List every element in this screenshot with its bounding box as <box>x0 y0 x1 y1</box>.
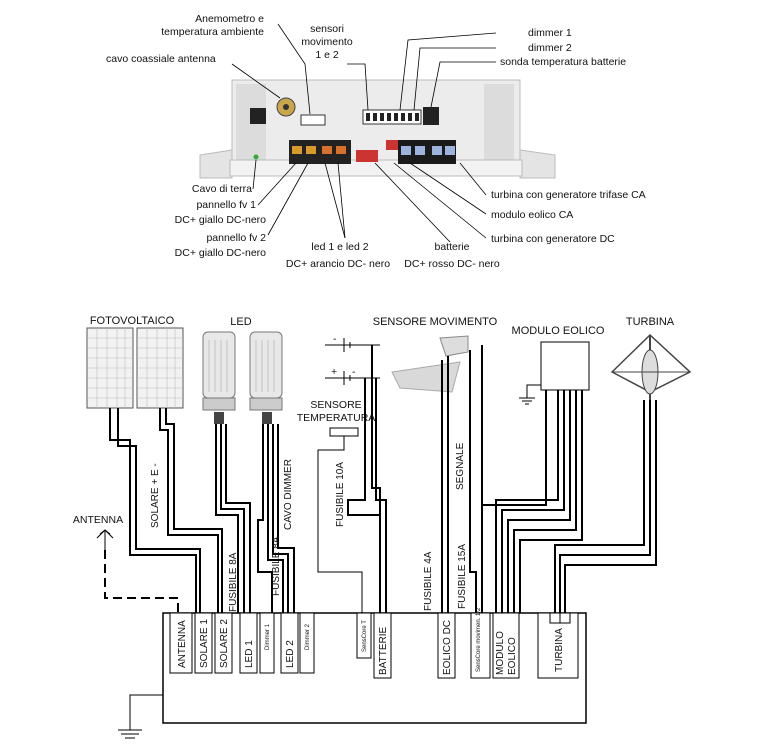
led-wires <box>215 424 295 613</box>
battery-symbol <box>325 338 380 385</box>
port-antenna: ANTENNA <box>177 620 188 668</box>
wind-turbine <box>610 333 692 400</box>
label-fuse-10a: FUSIBILE 10A <box>335 462 346 527</box>
led-lamps <box>202 331 283 424</box>
battery-minus-bottom: - <box>352 366 356 378</box>
label-pv-panel-2-colors: DC+ giallo DC-nero <box>175 247 266 259</box>
battery-plus: + <box>331 366 337 378</box>
port-motion-sensors: SensCore movimen. 1/2 <box>476 607 482 672</box>
port-temp-sensor: SensCore T <box>362 620 368 652</box>
label-solar-pm: SOLARE + E - <box>150 463 161 528</box>
port-wind-module-line2: EOLICO <box>507 637 518 675</box>
ground-symbol <box>118 694 163 739</box>
label-led-outputs: led 1 e led 2 <box>311 241 368 253</box>
battery-wires <box>347 345 387 613</box>
port-turbine: TURBINA <box>554 628 565 672</box>
label-fuse-8a-led1: FUSIBILE 8A <box>228 552 239 612</box>
title-photovoltaic: FOTOVOLTAICO <box>90 315 175 327</box>
port-wind-dc: EOLICO DC <box>442 620 453 675</box>
label-motion-sensors-line1: sensori <box>310 23 344 35</box>
label-batteries: batterie <box>434 241 469 253</box>
label-dimmer-cable: CAVO DIMMER <box>283 459 294 530</box>
label-dimmer-1: dimmer 1 <box>528 27 572 39</box>
top-leader-lines <box>231 23 497 243</box>
label-pv-panel-1-colors: DC+ giallo DC-nero <box>175 214 266 226</box>
label-wind-module: modulo eolico CA <box>491 209 573 221</box>
controller-device <box>199 79 556 179</box>
port-led-1: LED 1 <box>244 640 255 668</box>
port-dimmer-2: Dimmer 2 <box>305 623 311 650</box>
motion-sensor <box>391 335 469 393</box>
label-pv-panel-2: pannello fv 2 <box>206 232 266 244</box>
port-dimmer-1: Dimmer 1 <box>265 623 271 650</box>
port-solar-2: SOLARE 2 <box>219 619 230 668</box>
wind-module-wires <box>482 390 583 613</box>
label-fuse-15a: FUSIBILE 15A <box>457 544 468 609</box>
battery-minus-top: - <box>333 333 337 345</box>
title-wind-module: MODULO EOLICO <box>512 325 605 337</box>
label-anemometer-line2: temperatura ambiente <box>161 26 264 38</box>
port-wind-module-line1: MODULO <box>495 631 506 675</box>
motion-wires <box>441 345 483 613</box>
label-coax-cable: cavo coassiale antenna <box>106 53 216 65</box>
antenna-cable <box>104 550 179 613</box>
pv-wires <box>109 408 223 613</box>
terminal-block <box>289 140 456 164</box>
label-motion-sensors-line2: movimento <box>301 36 353 48</box>
title-led: LED <box>230 316 251 328</box>
temp-sensor-wire <box>317 436 363 613</box>
port-led-2: LED 2 <box>285 640 296 668</box>
wind-module-box <box>540 341 590 391</box>
port-batteries: BATTERIE <box>378 627 389 675</box>
label-led-colors: DC+ arancio DC- nero <box>286 258 390 270</box>
label-dimmer-2: dimmer 2 <box>528 42 572 54</box>
label-motion-sensors-line3: 1 e 2 <box>315 49 339 61</box>
label-temp-sensor-line2: TEMPERATURA <box>297 412 376 424</box>
title-motion-sensor: SENSORE MOVIMENTO <box>373 316 498 328</box>
label-turbine-ac: turbina con generatore trifase CA <box>491 189 646 201</box>
label-antenna: ANTENNA <box>73 514 123 526</box>
wind-module-ground <box>519 384 541 405</box>
label-temp-sensor-line1: SENSORE <box>310 399 361 411</box>
label-pv-panel-1: pannello fv 1 <box>196 199 256 211</box>
pv-panels <box>86 327 184 409</box>
label-fuse-8a-led2: FUSIBILE 8A <box>271 536 282 596</box>
label-anemometer-line1: Anemometro e <box>195 13 264 25</box>
label-ground-cable: Cavo di terra <box>192 183 252 195</box>
turbine-wires <box>554 400 657 613</box>
title-turbine: TURBINA <box>626 316 675 328</box>
label-signal: SEGNALE <box>455 442 466 490</box>
label-fuse-4a: FUSIBILE 4A <box>423 551 434 611</box>
port-solar-1: SOLARE 1 <box>199 619 210 668</box>
label-battery-colors: DC+ rosso DC- nero <box>404 258 500 270</box>
port-boxes <box>169 612 579 679</box>
label-turbine-dc: turbina con generatore DC <box>491 233 615 245</box>
antenna-symbol <box>96 529 114 550</box>
temp-sensor-probe <box>329 427 359 437</box>
label-battery-temp-probe: sonda temperatura batterie <box>500 56 626 68</box>
